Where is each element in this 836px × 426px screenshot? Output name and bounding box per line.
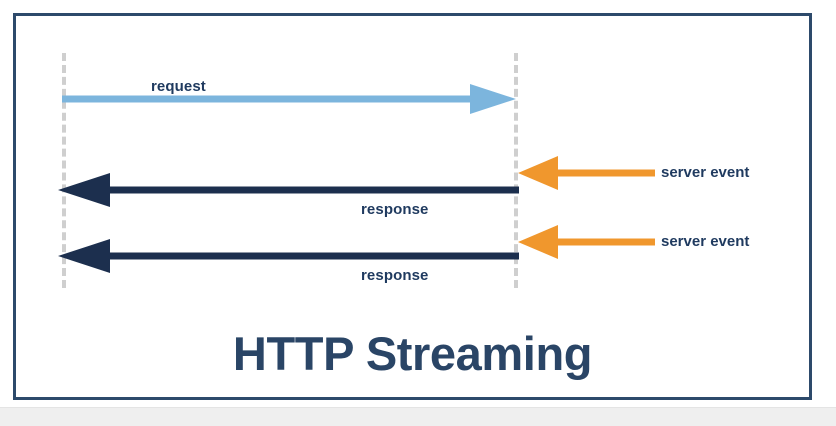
diagram-title: HTTP Streaming <box>232 327 593 380</box>
request-label: request <box>151 78 206 95</box>
server-event-label-1: server event <box>661 164 750 181</box>
request-arrow <box>62 84 516 114</box>
response-label-1: response <box>361 201 429 218</box>
server-event-arrow-1 <box>518 156 655 190</box>
diagram-frame: request response response server event <box>13 13 812 400</box>
server-event-label-2: server event <box>661 233 750 250</box>
server-lifeline <box>514 53 518 288</box>
response-label-2: response <box>361 267 429 284</box>
response-arrow-2 <box>58 239 519 273</box>
page-divider <box>0 407 836 408</box>
client-lifeline <box>62 53 66 288</box>
server-event-arrow-2 <box>518 225 655 259</box>
page-bottom-strip <box>0 408 836 426</box>
response-arrow-1 <box>58 173 519 207</box>
diagram-content: request response response server event <box>16 16 809 397</box>
